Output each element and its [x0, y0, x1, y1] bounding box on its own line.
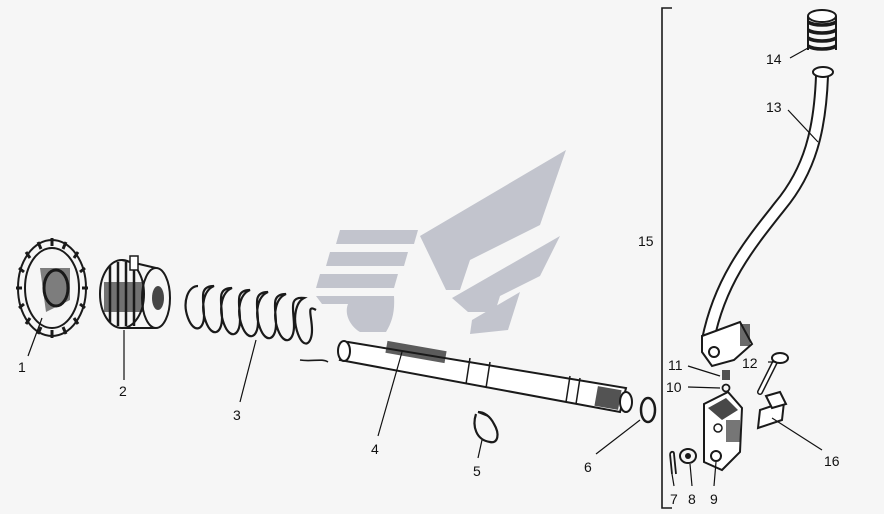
label-part-8: 8	[688, 491, 696, 507]
leader-lines	[27, 47, 823, 487]
label-part-12: 12	[742, 355, 758, 371]
label-part-15: 15	[638, 233, 654, 249]
label-part-14: 14	[766, 51, 782, 67]
label-part-4: 4	[371, 441, 379, 457]
label-part-10: 10	[666, 379, 682, 395]
part-2-ratchet-pinion	[99, 255, 171, 329]
label-part-11: 11	[668, 357, 683, 373]
part-7-split-pin	[669, 450, 677, 475]
label-part-2: 2	[119, 383, 127, 399]
part-8-washer	[679, 448, 697, 464]
label-part-5: 5	[473, 463, 481, 479]
label-part-1: 1	[18, 359, 26, 375]
part-6-washer	[639, 396, 657, 424]
label-part-9: 9	[710, 491, 718, 507]
wing-logo-watermark	[316, 150, 566, 334]
assembly-15-bracket	[661, 7, 672, 509]
part-13-kickstart-lever	[701, 66, 834, 368]
label-part-7: 7	[670, 491, 678, 507]
label-part-3: 3	[233, 407, 241, 423]
label-part-6: 6	[584, 459, 592, 475]
part-16-bolt	[756, 390, 788, 430]
part-9-clamp-boss	[703, 390, 744, 472]
part-1-gear	[16, 238, 88, 338]
part-4-kickstart-shaft	[337, 340, 633, 414]
part-number-labels: 1 2 3 4 5 6 7 8 9 10 11 12 13 14 15 16	[18, 51, 840, 507]
label-part-13: 13	[766, 99, 782, 115]
part-10-ball	[721, 383, 731, 393]
part-3-return-spring	[184, 284, 329, 363]
part-14-rubber-grip	[807, 9, 837, 51]
part-5-circlip	[473, 410, 499, 444]
label-part-16: 16	[824, 453, 840, 469]
part-11-small-spring	[722, 370, 730, 380]
part-12-pinch-bolt	[757, 352, 789, 395]
